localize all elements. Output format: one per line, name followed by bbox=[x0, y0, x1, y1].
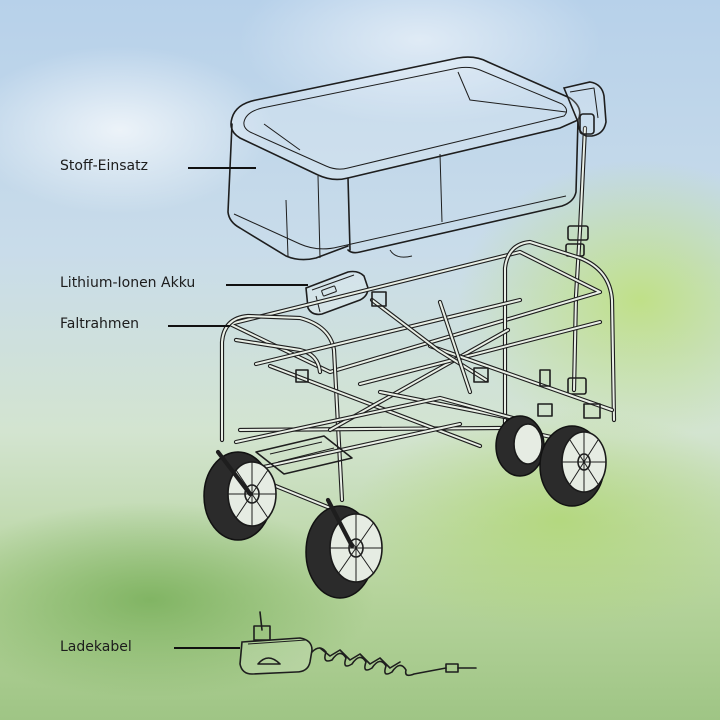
battery-label: Lithium-Ionen Akku bbox=[60, 275, 196, 291]
front-wheels-drawing bbox=[203, 449, 383, 599]
handle-drawing bbox=[562, 81, 607, 395]
battery-drawing bbox=[305, 270, 369, 316]
charger-drawing bbox=[239, 611, 477, 677]
rear-wheels-drawing bbox=[495, 415, 607, 507]
fabric-insert-drawing bbox=[227, 56, 581, 261]
insert-label: Stoff-Einsatz bbox=[60, 158, 148, 174]
folding-frame-drawing bbox=[219, 239, 617, 515]
cable-label: Ladekabel bbox=[60, 639, 132, 655]
frame-label: Faltrahmen bbox=[60, 316, 140, 332]
